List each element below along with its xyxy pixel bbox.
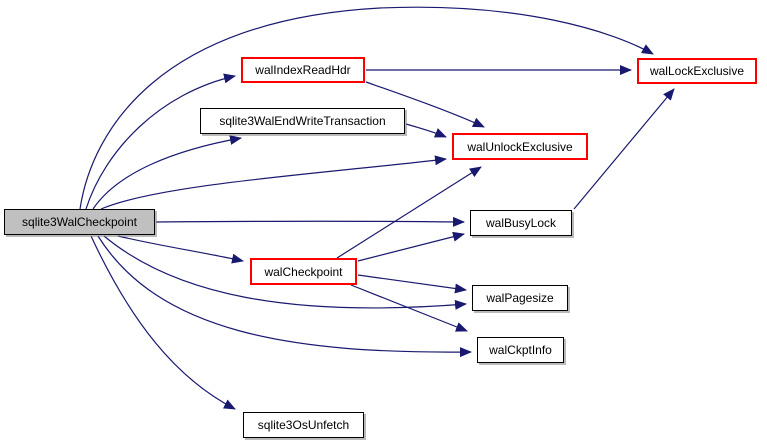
node-walCheckpoint[interactable]: walCheckpoint	[250, 258, 357, 285]
edge-walCheckpoint-walCkptInfo	[350, 284, 468, 332]
edge-sqlite3WalCheckpoint-walUnlockExclusive	[100, 155, 447, 210]
edge-sqlite3WalCheckpoint-walPagesize	[103, 235, 467, 310]
node-sqlite3WalCheckpoint: sqlite3WalCheckpoint	[4, 209, 155, 235]
node-walIndexReadHdr[interactable]: walIndexReadHdr	[241, 57, 365, 83]
edge-walIndexReadHdr-walUnlockExclusive	[365, 81, 485, 128]
node-walUnlockExclusive[interactable]: walUnlockExclusive	[452, 133, 588, 160]
edge-walCheckpoint-walBusyLock	[357, 231, 465, 262]
node-walBusyLock[interactable]: walBusyLock	[470, 210, 572, 236]
node-walCkptInfo[interactable]: walCkptInfo	[477, 337, 564, 363]
edge-sqlite3WalEndWriteTransaction-walUnlockExclusive	[405, 123, 447, 138]
edge-walCheckpoint-walPagesize	[357, 274, 467, 294]
node-walPagesize[interactable]: walPagesize	[472, 285, 568, 311]
edge-sqlite3WalCheckpoint-sqlite3OsUnfetch	[90, 235, 236, 410]
edge-sqlite3WalCheckpoint-walCkptInfo	[97, 235, 472, 358]
node-sqlite3WalEndWriteTransaction[interactable]: sqlite3WalEndWriteTransaction	[200, 108, 405, 134]
edge-sqlite3WalCheckpoint-walIndexReadHdr	[85, 73, 236, 210]
edge-sqlite3WalCheckpoint-walCheckpoint	[117, 235, 244, 264]
node-sqlite3OsUnfetch[interactable]: sqlite3OsUnfetch	[243, 412, 364, 438]
edge-sqlite3WalCheckpoint-walBusyLock	[155, 216, 465, 227]
edge-walCheckpoint-walUnlockExclusive	[336, 166, 482, 259]
edge-sqlite3WalCheckpoint-walLockExclusive	[79, 6, 654, 210]
edge-sqlite3WalCheckpoint-sqlite3WalEndWriteTransaction	[92, 135, 242, 210]
node-walLockExclusive[interactable]: walLockExclusive	[637, 58, 757, 84]
edge-walBusyLock-walLockExclusive	[573, 88, 675, 210]
